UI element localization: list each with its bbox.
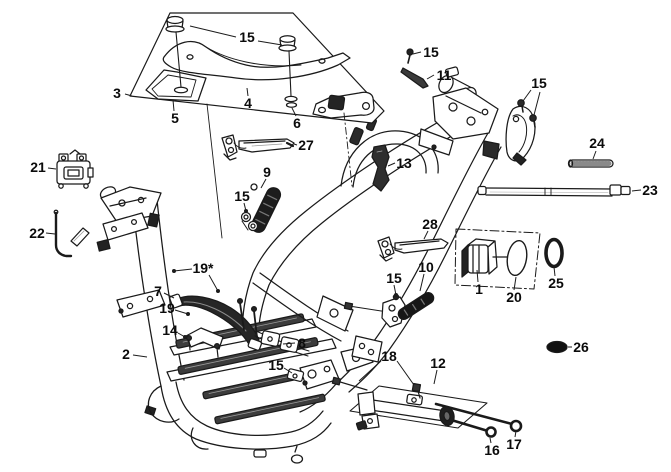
part-13-drawing [371, 144, 390, 192]
part-22-drawing [53, 209, 90, 258]
part-24-drawing [567, 159, 614, 168]
part-right-bracket-drawing [505, 99, 537, 166]
part-4-arm [312, 91, 375, 119]
part-9-drawing [250, 183, 282, 233]
part-27-drawing [221, 134, 295, 161]
part-15-bolt-b [278, 35, 298, 108]
part-10-drawing [343, 291, 435, 328]
part-12-group [331, 376, 523, 438]
part-8-drawing [254, 330, 310, 382]
part-11-drawing [400, 48, 429, 89]
part-4-drawing [162, 40, 351, 81]
part-1-20-group [454, 228, 541, 290]
part-3-panel-group [129, 12, 385, 239]
part-25-drawing [544, 237, 564, 269]
part-23-drawing [477, 184, 631, 197]
part-20-drawing [506, 239, 528, 277]
part-15-bolt-a [165, 15, 189, 94]
leader-lines [45, 25, 642, 444]
part-21-drawing [56, 149, 94, 189]
part-7-drawing [169, 293, 263, 351]
part-17-bolt-head [509, 419, 523, 433]
part-5-drawing [145, 69, 207, 102]
part-15-clamp-drawing [240, 211, 259, 232]
part-14-drawing [185, 327, 224, 358]
part-28-drawing [377, 236, 449, 262]
part-26-drawing [546, 340, 568, 354]
part-16-bolt-head [485, 426, 497, 438]
part-6-washer [285, 102, 298, 108]
